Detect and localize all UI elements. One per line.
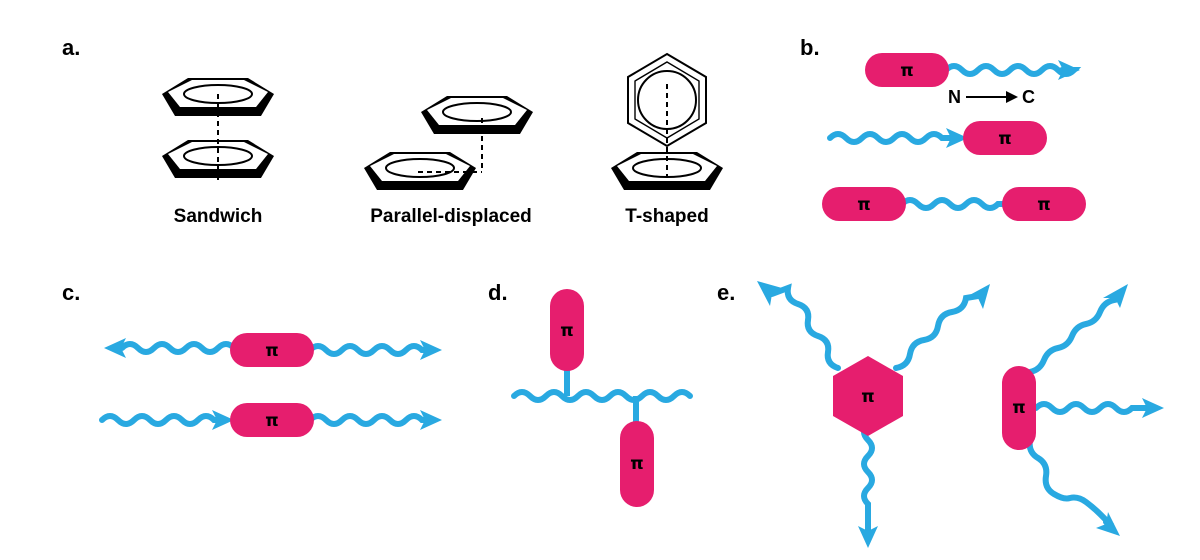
- arrow-icon: [420, 340, 442, 360]
- c-terminus-label: C: [1022, 87, 1035, 107]
- pi-block-icon: [822, 187, 906, 221]
- panel-d-label: d.: [488, 280, 508, 305]
- pi-label: π: [1037, 195, 1050, 215]
- t-shaped-caption: T-shaped: [625, 206, 708, 227]
- wavy-chain-icon: [1027, 293, 1117, 375]
- pi-label: π: [998, 129, 1011, 149]
- arrow-icon: [420, 410, 442, 430]
- wavy-chain-icon: [99, 413, 219, 427]
- pi-label: π: [630, 454, 643, 474]
- panel-e-label: e.: [717, 280, 735, 305]
- arrow-icon: [946, 128, 968, 148]
- wavy-chain-icon: [119, 341, 237, 355]
- pi-block-icon: [833, 356, 903, 436]
- panel-a: a. Sandwich Parallel-displaced T-sha: [62, 35, 724, 227]
- arrow-icon: [966, 284, 990, 309]
- wavy-chain-icon: [899, 197, 1013, 211]
- pi-label: π: [560, 321, 573, 341]
- wavy-chain-icon: [1026, 437, 1115, 529]
- directional-chain-row: π: [99, 403, 442, 437]
- arrow-icon: [1096, 512, 1120, 536]
- wavy-chain-icon: [943, 63, 1082, 77]
- wavy-chain-icon: [307, 413, 427, 427]
- wavy-chain-icon: [307, 343, 427, 357]
- panel-c: c. π π: [62, 280, 442, 437]
- arrow-icon: [1142, 398, 1164, 418]
- n-terminus-label: N: [948, 87, 961, 107]
- panel-a-label: a.: [62, 35, 80, 60]
- arrow-icon: [212, 410, 234, 430]
- panel-b: b. π N C π π π: [800, 35, 1086, 221]
- pi-n-terminal-row: π: [865, 53, 1082, 87]
- arrow-icon: [757, 281, 782, 306]
- sandwich-stack: [161, 77, 275, 182]
- parallel-displaced-stack: [363, 95, 534, 191]
- pi-block-icon: [1002, 366, 1036, 450]
- wavy-chain-icon: [1033, 401, 1149, 415]
- pi-label: π: [265, 341, 278, 361]
- pi-block-icon: [230, 333, 314, 367]
- arrow-icon: [104, 338, 126, 358]
- pi-label: π: [265, 411, 278, 431]
- symmetric-chain-row: π: [104, 333, 442, 367]
- panel-c-label: c.: [62, 280, 80, 305]
- benzene-ring-icon: [420, 95, 534, 135]
- wavy-chain-icon: [511, 389, 693, 403]
- pi-block-icon: [963, 121, 1047, 155]
- pi-label: π: [900, 61, 913, 81]
- wavy-chain-icon: [893, 293, 981, 371]
- arrow-icon: [1103, 284, 1128, 308]
- pi-label: π: [861, 387, 874, 407]
- wavy-chain-icon: [861, 421, 875, 533]
- pi-label: π: [857, 195, 870, 215]
- pi-block-icon: [550, 289, 584, 371]
- branched-pi-block: π: [1002, 284, 1164, 536]
- pi-block-icon: [1002, 187, 1086, 221]
- panel-e: e. π π: [717, 280, 1164, 548]
- parallel-displaced-caption: Parallel-displaced: [370, 206, 532, 227]
- panel-d: d. π π: [488, 280, 693, 507]
- panel-b-label: b.: [800, 35, 820, 60]
- sandwich-caption: Sandwich: [174, 206, 263, 227]
- wavy-chain-icon: [769, 283, 841, 371]
- wavy-chain-icon: [827, 131, 953, 145]
- pi-label: π: [1012, 398, 1025, 418]
- pi-both-terminal-row: π π: [822, 187, 1086, 221]
- pi-block-icon: [865, 53, 949, 87]
- pi-block-icon: [620, 421, 654, 507]
- arrow-icon: [1058, 60, 1080, 80]
- three-arm-star: π: [757, 281, 990, 548]
- arrow-icon: [858, 526, 878, 548]
- pi-c-terminal-row: π: [827, 121, 1047, 155]
- arrow-icon: [1006, 91, 1018, 103]
- t-shaped-stack: [610, 52, 724, 191]
- pi-block-icon: [230, 403, 314, 437]
